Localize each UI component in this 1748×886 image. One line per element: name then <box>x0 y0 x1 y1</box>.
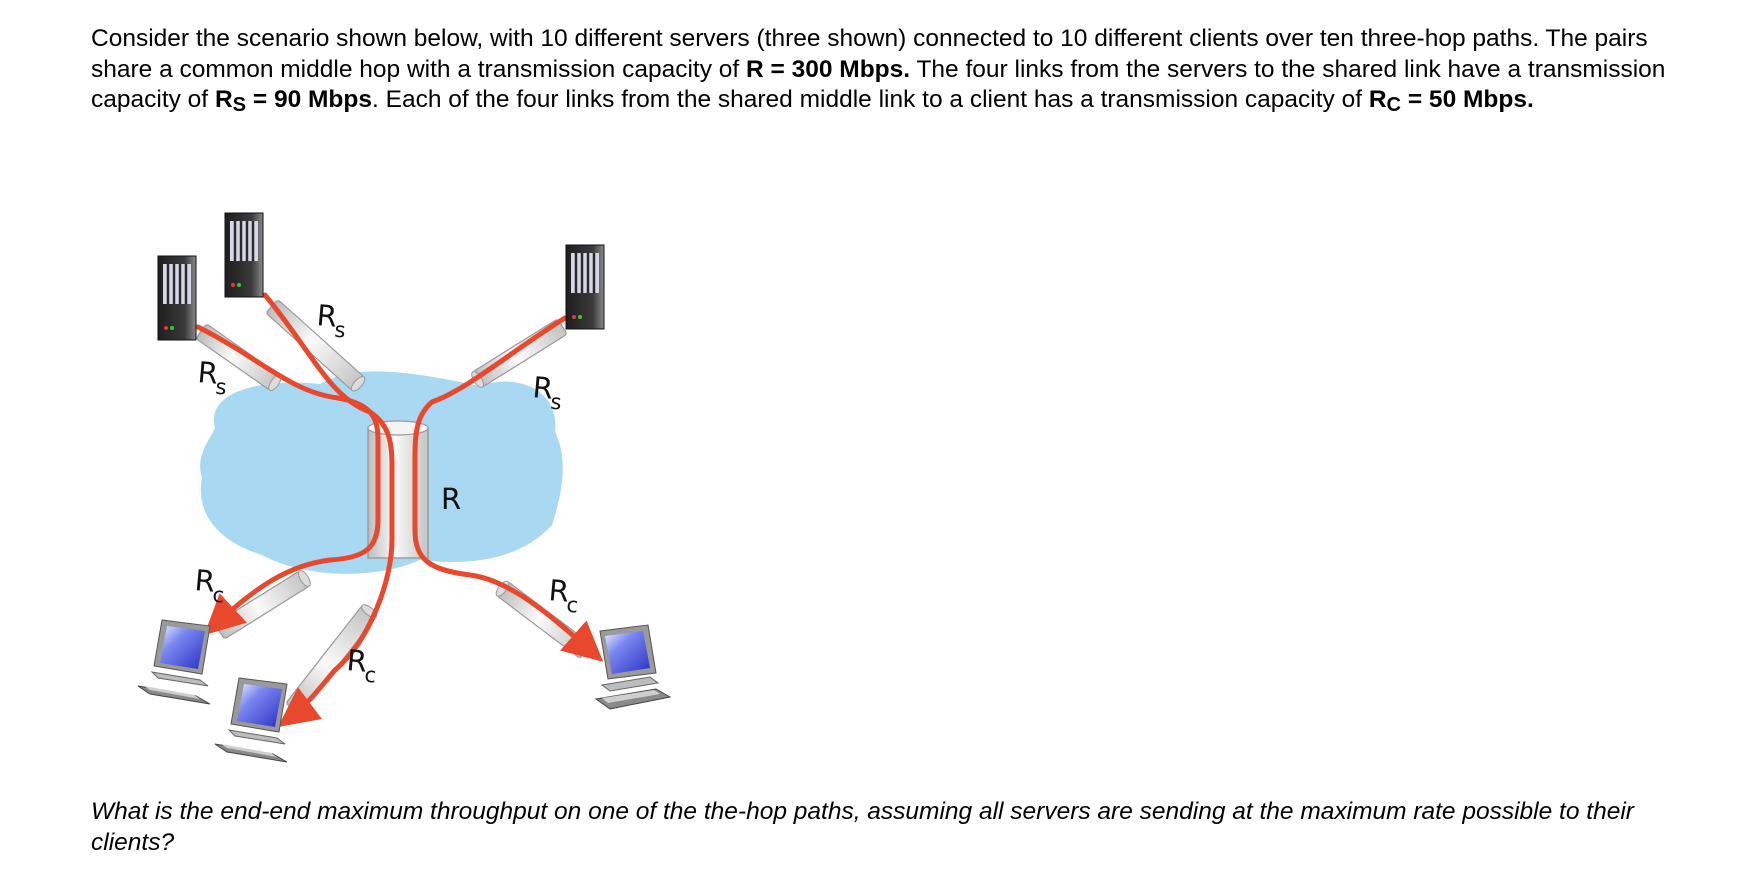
client-computer-icon <box>137 619 211 705</box>
flow-path-1 <box>195 324 381 636</box>
svg-text:s: s <box>334 318 347 343</box>
svg-text:R: R <box>531 370 554 406</box>
svg-text:R: R <box>196 355 219 391</box>
label-rs-right: R s <box>531 370 563 415</box>
label-rs-left: R s <box>196 355 228 400</box>
svg-text:R: R <box>193 563 216 599</box>
server-link-left <box>196 324 282 392</box>
label-rc-middle: R c <box>345 643 378 688</box>
server-icon <box>157 255 197 341</box>
question-text: What is the end-end maximum throughput o… <box>91 798 1634 856</box>
server-icon <box>224 212 264 298</box>
problem-statement: Consider the scenario shown below, with … <box>91 24 1711 121</box>
server-icon <box>565 244 605 330</box>
client-link-left <box>215 570 311 639</box>
label-rc-left: R c <box>193 563 226 608</box>
shared-link-capacity: R = 300 Mbps. <box>746 55 911 83</box>
server-link-capacity: RS = 90 Mbps <box>214 86 372 117</box>
client-link-capacity: RC = 50 Mbps. <box>1368 86 1534 117</box>
svg-text:R: R <box>345 643 368 679</box>
svg-text:c: c <box>566 593 580 618</box>
label-rc-right: R c <box>547 573 580 618</box>
svg-text:R: R <box>547 573 570 609</box>
label-rs-middle: R s <box>315 298 347 343</box>
intro-text-2: The four links from the servers to the s… <box>91 55 1666 114</box>
intro-text-3: . Each of the four links from the shared… <box>372 86 1369 113</box>
svg-text:c: c <box>364 663 378 688</box>
flow-path-3 <box>412 315 604 662</box>
intro-text-1: Consider the scenario shown below, with … <box>91 25 1648 83</box>
svg-text:c: c <box>212 583 226 608</box>
client-computer-icon <box>594 624 672 710</box>
label-r: R <box>441 482 461 516</box>
svg-text:s: s <box>215 375 228 400</box>
svg-text:R: R <box>315 298 338 334</box>
svg-text:s: s <box>550 390 563 415</box>
flow-path-2 <box>262 292 395 728</box>
client-computer-icon <box>214 677 288 763</box>
client-link-right <box>495 580 591 658</box>
